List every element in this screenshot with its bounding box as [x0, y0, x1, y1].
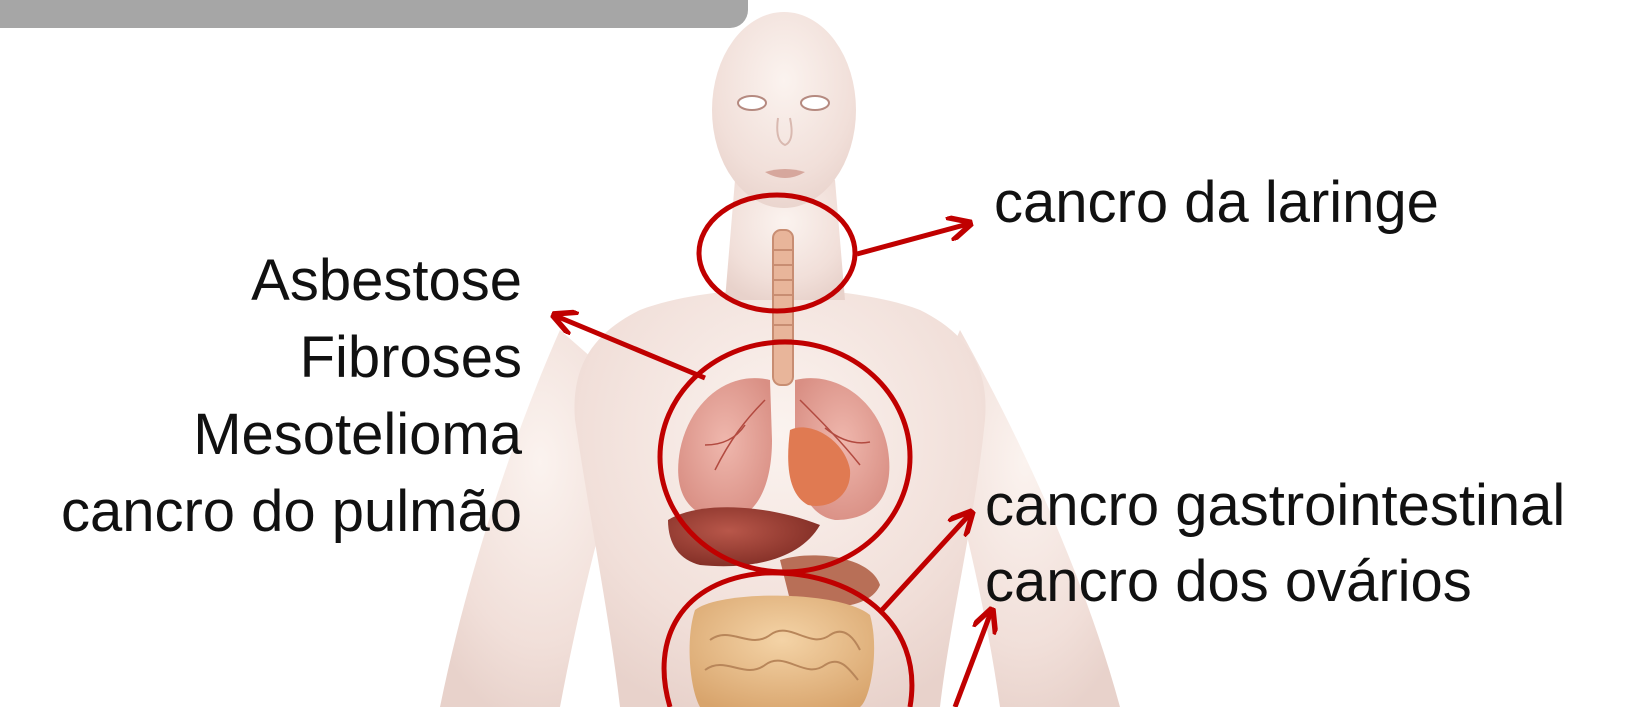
label-asbestose: Asbestose — [61, 242, 522, 319]
label-cancro-gastrointestinal: cancro gastrointestinal — [985, 468, 1565, 544]
label-fibroses: Fibroses — [61, 319, 522, 396]
lung-diseases-label: Asbestose Fibroses Mesotelioma cancro do… — [61, 242, 522, 550]
label-mesotelioma: Mesotelioma — [61, 396, 522, 473]
label-cancro-ovarios: cancro dos ovários — [985, 544, 1565, 620]
arrow-ovarios — [955, 612, 991, 707]
arrow-laringe — [857, 224, 968, 254]
abdominal-diseases-label: cancro gastrointestinal cancro dos ovári… — [985, 468, 1565, 620]
label-cancro-pulmao: cancro do pulmão — [61, 473, 522, 550]
label-cancro-laringe: cancro da laringe — [994, 167, 1439, 239]
